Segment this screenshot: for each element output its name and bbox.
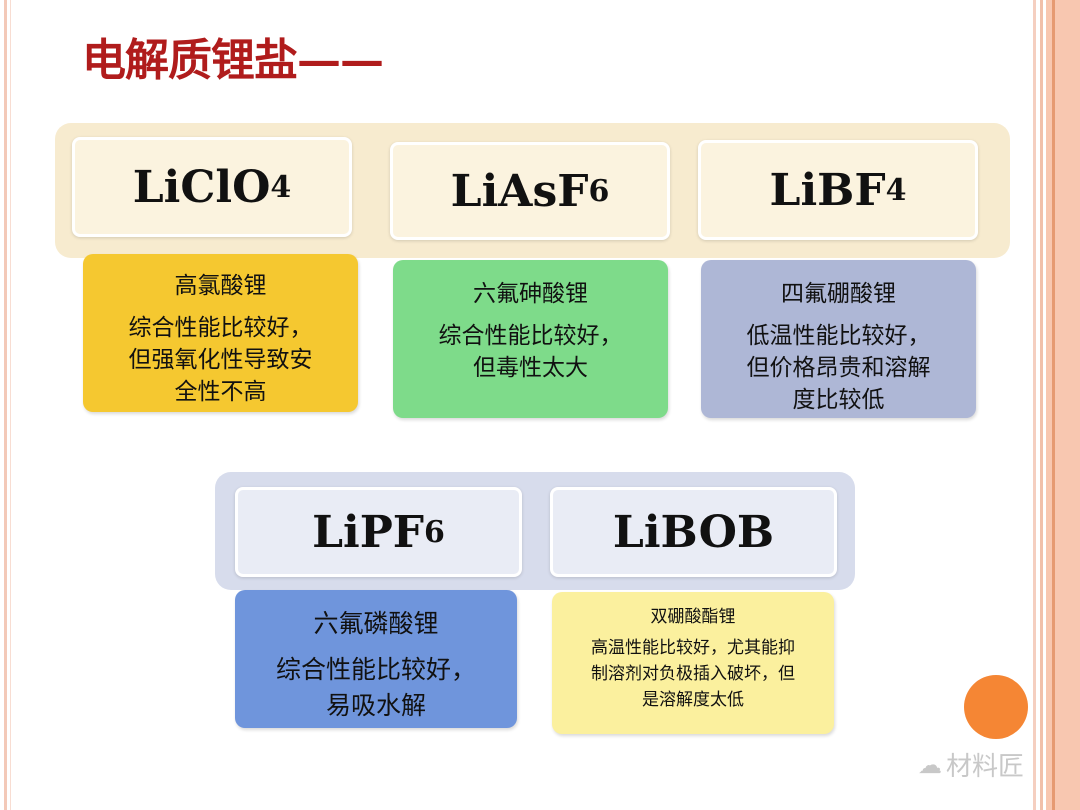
salt-card-libob: 双硼酸酯锂 高温性能比较好，尤其能抑 制溶剂对负极插入破坏，但 是溶解度太低 xyxy=(552,592,834,734)
salt-desc: 易吸水解 xyxy=(325,691,426,720)
wechat-icon: ☁ xyxy=(918,750,942,779)
salt-desc: 度比较低 xyxy=(792,387,885,413)
salt-desc: 高温性能比较好，尤其能抑 xyxy=(591,638,795,658)
salt-desc: 但毒性太大 xyxy=(473,355,588,381)
salt-heading-libob: LiBOB xyxy=(550,487,837,577)
salt-desc: 是溶解度太低 xyxy=(642,690,744,710)
salt-name: 四氟硼酸锂 xyxy=(781,281,896,307)
right-border-band xyxy=(1046,0,1080,810)
salt-name: 高氯酸锂 xyxy=(174,273,267,299)
salt-desc: 低温性能比较好， xyxy=(746,323,931,349)
salt-desc: 但强氧化性导致安 xyxy=(128,347,313,373)
salt-card-lipf6: 六氟磷酸锂 综合性能比较好， 易吸水解 xyxy=(235,590,517,728)
salt-desc: 综合性能比较好， xyxy=(438,323,623,349)
salt-card-liclo4: 高氯酸锂 综合性能比较好， 但强氧化性导致安 全性不高 xyxy=(83,254,358,412)
salt-card-libf4: 四氟硼酸锂 低温性能比较好， 但价格昂贵和溶解 度比较低 xyxy=(701,260,976,418)
salt-desc: 综合性能比较好， xyxy=(275,655,476,684)
right-border-stripe xyxy=(1033,0,1036,810)
salt-desc: 制溶剂对负极插入破坏，但 xyxy=(591,664,795,684)
left-border-thin xyxy=(10,0,11,810)
salt-name: 六氟砷酸锂 xyxy=(473,281,588,307)
right-border-line xyxy=(1052,0,1055,810)
salt-desc: 综合性能比较好， xyxy=(128,315,313,341)
slide-title: 电解质锂盐—— xyxy=(82,35,384,86)
watermark: ☁ 材料匠 xyxy=(918,746,1024,783)
salt-desc: 但价格昂贵和溶解 xyxy=(746,355,931,381)
watermark-text: 材料匠 xyxy=(946,752,1025,782)
salt-name: 双硼酸酯锂 xyxy=(650,607,736,627)
salt-card-liasf6: 六氟砷酸锂 综合性能比较好， 但毒性太大 xyxy=(393,260,668,418)
orange-circle-decoration xyxy=(964,675,1028,739)
right-border-stripe xyxy=(1040,0,1043,810)
salt-desc: 全性不高 xyxy=(174,379,267,405)
salt-name: 六氟磷酸锂 xyxy=(313,609,439,638)
left-border xyxy=(4,0,7,810)
